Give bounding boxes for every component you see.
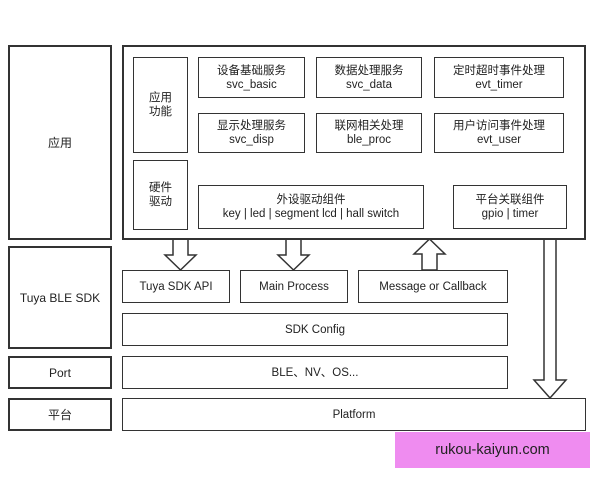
platform-box: Platform — [122, 398, 586, 431]
module-svc-basic-en: svc_basic — [226, 78, 277, 91]
layer-platform: 平台 — [8, 398, 112, 431]
hardware-driver-text: 硬件 驱动 — [149, 182, 172, 208]
module-evt-timer-cn: 定时超时事件处理 — [453, 64, 545, 77]
module-evt-timer-en: evt_timer — [475, 78, 523, 91]
module-svc-data-cn: 数据处理服务 — [334, 64, 404, 77]
port-box: BLE、NV、OS... — [122, 356, 508, 389]
platform-label: Platform — [332, 408, 376, 421]
app-function-text: 应用 功能 — [149, 92, 172, 118]
module-ble-proc-en: ble_proc — [346, 134, 392, 146]
sdk-api-box: Tuya SDK API — [122, 270, 230, 303]
watermark-text: rukou-kaiyun.com — [435, 442, 550, 458]
sdk-message-callback-label: Message or Callback — [379, 280, 487, 293]
module-svc-disp-en: svc_disp — [229, 134, 274, 146]
watermark: rukou-kaiyun.com — [395, 432, 590, 468]
module-platform-component: 平台关联组件 gpio | timer — [453, 185, 567, 229]
module-ble-proc-cn: 联网相关处理 — [334, 120, 404, 132]
layer-port-label: Port — [48, 365, 71, 380]
layer-sdk: Tuya BLE SDK — [8, 246, 112, 349]
sdk-message-callback-box: Message or Callback — [358, 270, 508, 303]
layer-app: 应用 — [8, 45, 112, 240]
module-platform-cn: 平台关联组件 — [475, 194, 545, 206]
module-svc-data: 数据处理服务 svc_data — [316, 57, 422, 98]
sdk-api-label: Tuya SDK API — [139, 280, 213, 293]
module-evt-timer: 定时超时事件处理 evt_timer — [434, 57, 564, 98]
module-peripheral-driver: 外设驱动组件 key | led | segment lcd | hall sw… — [198, 185, 424, 229]
layer-sdk-label: Tuya BLE SDK — [19, 290, 101, 305]
module-platform-en: gpio | timer — [481, 208, 539, 220]
module-evt-user-en: evt_user — [476, 134, 522, 146]
port-label: BLE、NV、OS... — [271, 366, 359, 379]
module-evt-user-cn: 用户访问事件处理 — [453, 120, 545, 132]
module-svc-disp-cn: 显示处理服务 — [217, 120, 286, 132]
module-evt-user: 用户访问事件处理 evt_user — [434, 113, 564, 153]
sdk-config-box: SDK Config — [122, 313, 508, 346]
sdk-main-process-label: Main Process — [259, 280, 329, 293]
block-arrow-down-long — [532, 238, 568, 400]
module-peripheral-cn: 外设驱动组件 — [276, 194, 346, 206]
module-svc-basic-cn: 设备基础服务 — [217, 64, 286, 77]
hardware-driver-label: 硬件 驱动 — [133, 160, 188, 230]
block-arrow-down-main — [276, 238, 311, 272]
layer-app-label: 应用 — [47, 135, 72, 150]
sdk-config-label: SDK Config — [284, 323, 346, 336]
layer-port: Port — [8, 356, 112, 389]
app-function-label: 应用 功能 — [133, 57, 188, 153]
layer-platform-label: 平台 — [47, 407, 72, 422]
module-svc-basic: 设备基础服务 svc_basic — [198, 57, 305, 98]
sdk-main-process-box: Main Process — [240, 270, 348, 303]
module-svc-disp: 显示处理服务 svc_disp — [198, 113, 305, 153]
block-arrow-down-api — [163, 238, 198, 272]
module-ble-proc: 联网相关处理 ble_proc — [316, 113, 422, 153]
module-peripheral-en: key | led | segment lcd | hall switch — [222, 208, 400, 220]
block-arrow-up-msg — [412, 237, 447, 271]
module-svc-data-en: svc_data — [345, 78, 393, 91]
